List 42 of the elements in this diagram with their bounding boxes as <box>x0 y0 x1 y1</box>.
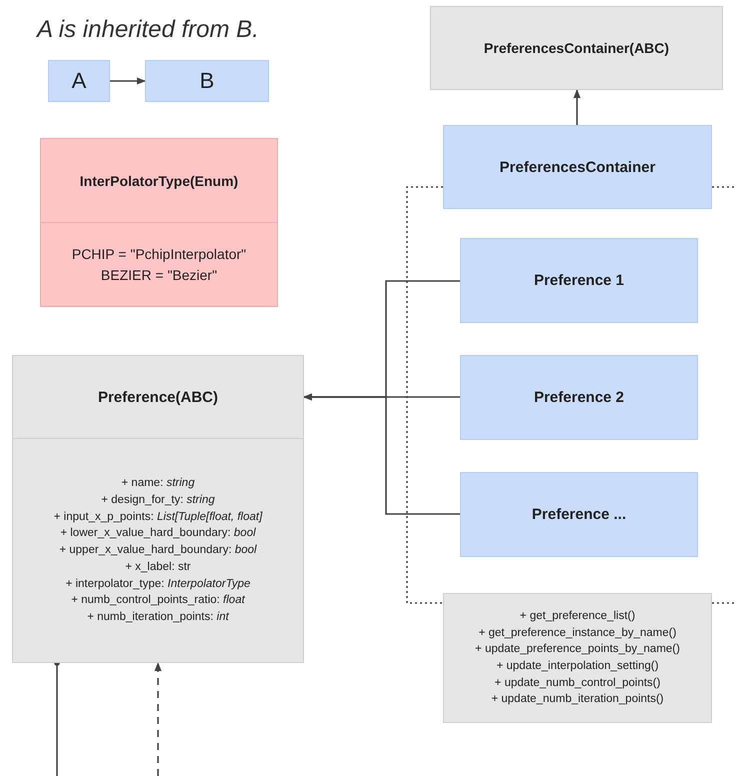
attribute-text: + numb_control_points_ratio: float <box>71 593 245 608</box>
attribute-text: + design_for_ty: string <box>101 493 215 508</box>
method-text: + update_numb_iteration_points() <box>491 692 664 708</box>
attribute-text: + lower_x_value_hard_boundary: bool <box>60 526 256 542</box>
class-box <box>460 355 698 440</box>
attribute-text: + input_x_p_points: List[Tuple[float, float] <box>54 510 262 525</box>
arrow <box>154 662 162 776</box>
class-name: Preference ... <box>532 506 626 523</box>
class-name: A <box>72 68 86 94</box>
enum-value: BEZIER = "Bezier" <box>100 266 218 284</box>
class-name: PreferencesContainer(ABC) <box>484 40 670 56</box>
class-name: Preference(ABC) <box>98 388 218 406</box>
class-name: B <box>200 68 214 94</box>
class-name: InterPolatorType(Enum) <box>80 172 238 188</box>
method-text: + get_preference_instance_by_name() <box>478 626 676 641</box>
attribute-text: + numb_iteration_points: int <box>87 610 229 625</box>
class-name: Preference 1 <box>534 272 624 289</box>
attribute-text: + x_label: str <box>125 560 191 575</box>
class-box <box>460 238 698 323</box>
attribute-text: + name: string <box>121 476 195 492</box>
method-text: + get_preference_list() <box>520 608 636 624</box>
attribute-text: + interpolator_type: InterpolatorType <box>66 576 250 592</box>
class-box <box>48 60 110 102</box>
class-box <box>460 472 698 557</box>
class-box <box>145 60 269 102</box>
dotted-line <box>406 186 443 604</box>
class-box <box>12 355 304 663</box>
enum-box <box>40 138 278 307</box>
attribute-text: + upper_x_value_hard_boundary: bool <box>59 543 257 558</box>
class-name: Preference 2 <box>534 389 624 406</box>
arrow <box>573 89 581 125</box>
class-box <box>443 125 712 209</box>
method-text: + update_interpolation_setting() <box>496 659 659 674</box>
enum-value: PCHIP = "PchipInterpolator" <box>72 245 246 264</box>
class-name: PreferencesContainer <box>500 158 656 176</box>
class-box <box>430 6 723 90</box>
method-text: + update_preference_points_by_name() <box>475 642 680 658</box>
method-text: + update_numb_control_points() <box>494 676 660 691</box>
arrow <box>110 77 146 85</box>
note-text: A is inherited from B. <box>37 16 259 44</box>
arrow <box>303 393 460 515</box>
methods-box <box>443 593 712 723</box>
